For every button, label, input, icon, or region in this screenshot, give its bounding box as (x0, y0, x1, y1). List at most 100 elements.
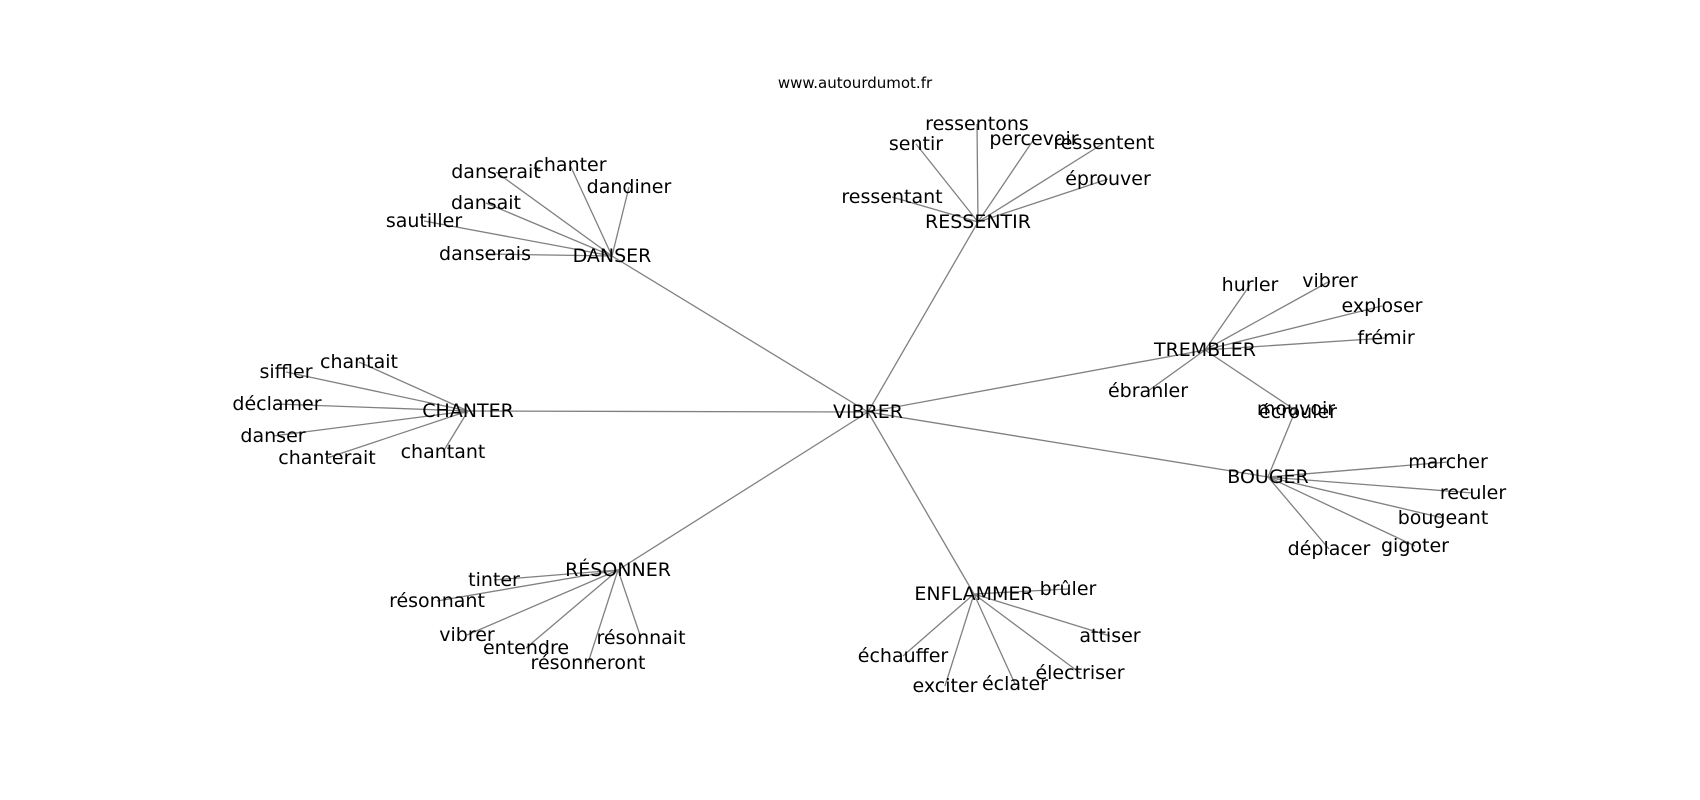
leaf-node-label: ressentant (841, 186, 942, 208)
hub-node-label: BOUGER (1227, 466, 1309, 488)
leaf-node-label: ressentons (925, 113, 1029, 135)
leaf-node-label: résonnant (389, 590, 485, 612)
hub-node-label: DANSER (573, 245, 652, 267)
edge-hub-leaf (423, 220, 613, 257)
edge-hub-leaf (525, 569, 619, 649)
edge-root-hub (617, 411, 869, 571)
leaf-node-label: chanterait (278, 447, 376, 469)
leaf-node-label: ressentent (1053, 132, 1154, 154)
edge-hub-leaf (973, 588, 1069, 595)
leaf-node-label: sentir (889, 133, 943, 155)
edge-hub-leaf (891, 196, 979, 223)
edge-hub-leaf (442, 410, 469, 453)
leaf-node-label: sautiller (386, 210, 463, 232)
edge-hub-leaf (944, 593, 975, 687)
edge-root-hub (867, 411, 1269, 478)
edge-hub-leaf (1147, 349, 1206, 392)
leaf-node-label: éprouver (1065, 168, 1151, 190)
leaf-node-label: percevoir (989, 128, 1078, 150)
leaf-node-label: danser (240, 425, 305, 447)
edge-hub-leaf (493, 569, 619, 581)
hub-node-label: RESSENTIR (925, 211, 1031, 233)
edge-hub-leaf (611, 186, 630, 257)
source-url: www.autourdumot.fr (778, 74, 933, 92)
edge-hub-leaf (977, 142, 1105, 223)
leaf-node-label: exploser (1342, 295, 1423, 317)
edge-hub-leaf (902, 593, 975, 657)
edge-hub-leaf (1204, 280, 1331, 351)
hub-node-label: TREMBLER (1153, 339, 1256, 361)
edge-root-hub (611, 255, 869, 413)
leaf-node-label: hurler (1222, 274, 1279, 296)
leaf-node-label: chantant (401, 441, 486, 463)
edge-hub-leaf (977, 138, 1035, 223)
edge-hub-leaf (569, 164, 613, 257)
edge-hub-leaf (915, 143, 979, 223)
edge-hub-leaf (484, 253, 613, 257)
edge-hub-leaf (1267, 476, 1474, 494)
leaf-node-label: marcher (1408, 451, 1488, 473)
leaf-node-label: attiser (1079, 625, 1140, 647)
leaf-node-label: échauffer (858, 645, 949, 667)
leaf-node-label: danserais (439, 243, 531, 265)
leaf-node-label: éclater (982, 673, 1048, 695)
edge-hub-leaf (1267, 408, 1297, 478)
leaf-node-label: vibrer (1302, 270, 1358, 292)
leaf-node-label: chantait (320, 351, 398, 373)
leaf-node-label: mouvoir (1257, 398, 1335, 420)
leaf-node-label: siffler (259, 361, 312, 383)
leaf-node-label: chanter (533, 154, 606, 176)
leaf-node-label: résonnait (596, 627, 685, 649)
hub-node-label: RÉSONNER (565, 558, 671, 581)
edge-hub-leaf (1204, 349, 1299, 413)
edge-hub-leaf (617, 569, 642, 639)
edge-hub-leaf (1267, 476, 1444, 519)
leaf-node-label: dansait (451, 192, 521, 214)
leaf-node-label: électriser (1035, 662, 1124, 684)
edge-hub-leaf (466, 569, 619, 636)
edge-root-hub (867, 349, 1206, 413)
leaf-node-label: vibrer (439, 624, 495, 646)
edge-hub-leaf (976, 123, 979, 223)
edge-hub-leaf (1204, 305, 1383, 351)
leaf-node-label: frémir (1357, 327, 1415, 349)
edge-hub-leaf (276, 403, 469, 412)
leaf-node-label: déclamer (232, 393, 321, 415)
leaf-node-label: entendre (483, 637, 569, 659)
graph-edges (272, 123, 1474, 687)
hub-node-label: CHANTER (422, 400, 514, 422)
edge-hub-leaf (272, 410, 469, 437)
edge-hub-leaf (973, 593, 1016, 685)
leaf-node-label: danserait (451, 161, 541, 183)
edge-hub-leaf (1204, 284, 1251, 351)
edge-hub-leaf (973, 593, 1081, 674)
hub-node-label: ENFLAMMER (914, 583, 1033, 605)
leaf-node-label: tinter (468, 569, 520, 591)
leaf-node-label: brûler (1040, 578, 1097, 600)
edge-hub-leaf (587, 569, 619, 664)
edge-hub-leaf (495, 171, 613, 257)
leaf-node-label: déplacer (1288, 538, 1371, 560)
edge-hub-leaf (977, 178, 1109, 223)
leaf-node-label: écrouler (1259, 401, 1337, 423)
edge-root-hub (867, 221, 979, 413)
edge-hub-leaf (485, 202, 613, 257)
edge-root-hub (467, 410, 869, 413)
root-node-label: VIBRER (833, 401, 903, 423)
edge-hub-leaf (1267, 461, 1449, 478)
leaf-node-label: bougeant (1398, 507, 1489, 529)
edge-hub-leaf (973, 593, 1111, 637)
leaf-node-label: résonneront (531, 652, 646, 674)
edge-hub-leaf (1204, 337, 1387, 351)
edge-hub-leaf (436, 569, 619, 602)
edge-hub-leaf (326, 410, 469, 459)
leaf-node-label: gigoter (1381, 535, 1449, 557)
edge-hub-leaf (1267, 476, 1416, 547)
leaf-node-label: dandiner (587, 176, 672, 198)
edge-hub-leaf (1267, 476, 1330, 550)
leaf-node-label: reculer (1440, 482, 1507, 504)
edge-hub-leaf (285, 371, 469, 412)
leaf-node-label: ébranler (1108, 380, 1188, 402)
